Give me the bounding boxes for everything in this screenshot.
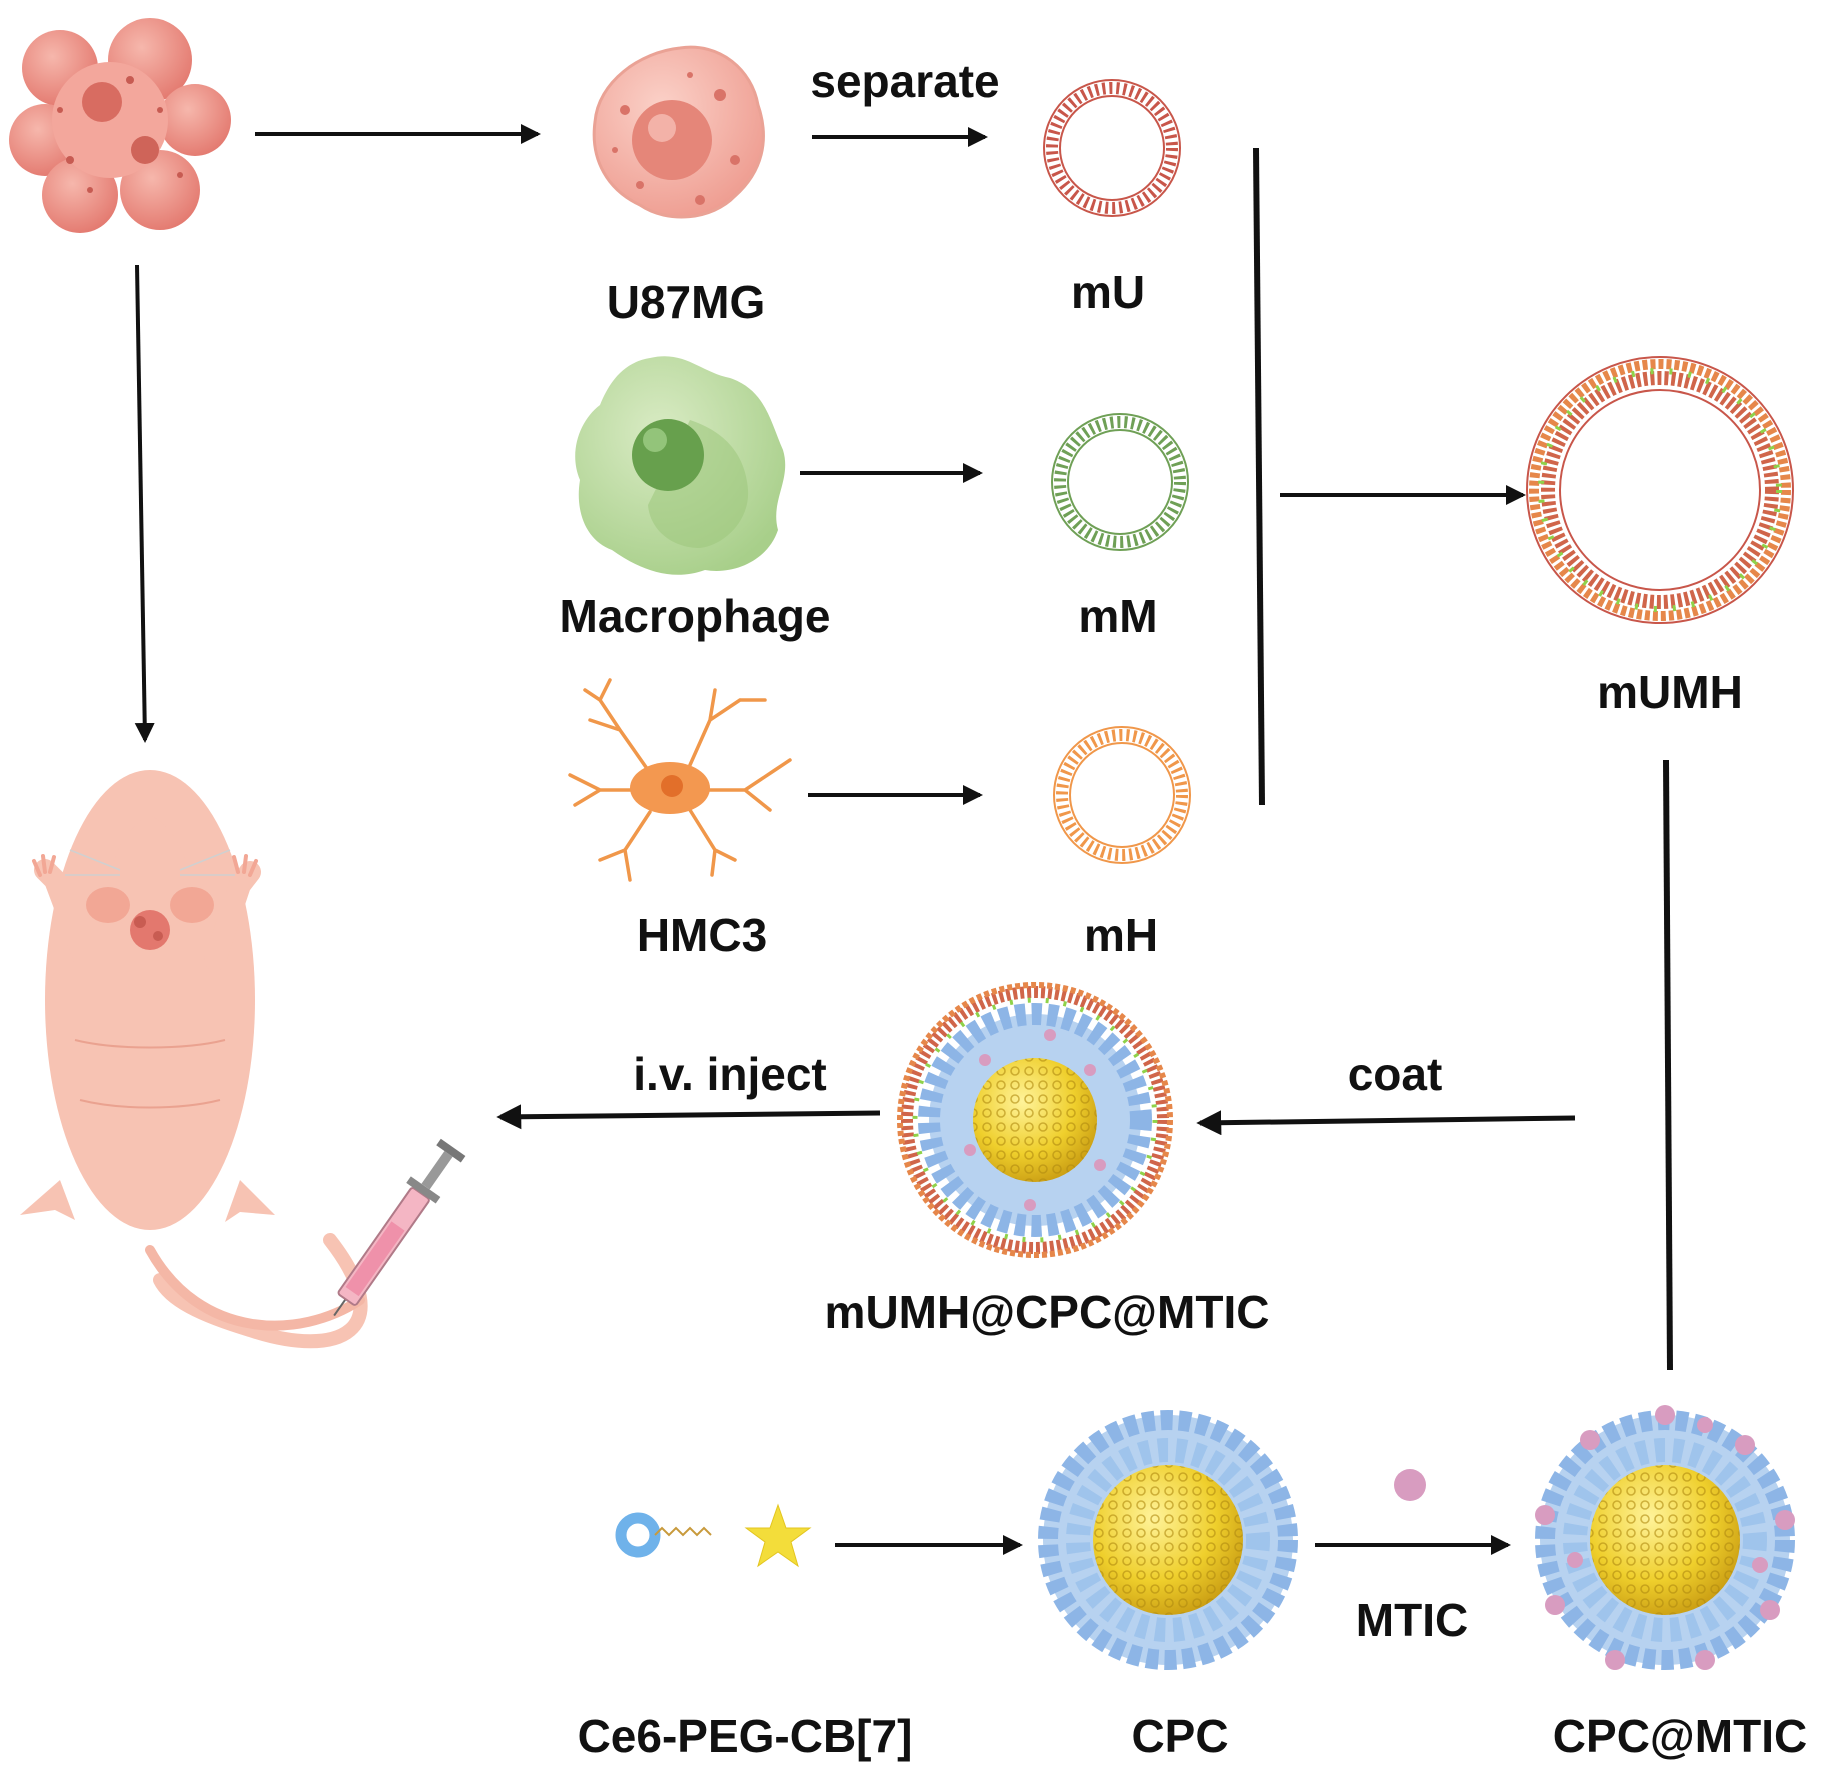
ce6-peg-cb7-molecule-icon: [615, 1503, 812, 1568]
merge-bracket-line: [1253, 147, 1265, 806]
label-u87mg: U87MG: [607, 276, 765, 328]
mtic-molecule-icon: [1394, 1469, 1426, 1501]
label-mh: mH: [1084, 909, 1158, 961]
mh-vesicle-icon: [1053, 726, 1191, 864]
label-macrophage: Macrophage: [560, 590, 831, 642]
mouse-icon: [20, 770, 368, 1349]
label-ce6-peg-cb7: Ce6-PEG-CB[7]: [578, 1710, 913, 1762]
labels: separate U87MG mU Macrophage mM HMC3 mH …: [560, 55, 1808, 1762]
label-iv-inject: i.v. inject: [633, 1048, 826, 1100]
label-mumh-cpc-mtic: mUMH@CPC@MTIC: [825, 1286, 1270, 1338]
hmc3-microglia-icon: [568, 678, 792, 882]
label-mu: mU: [1071, 266, 1145, 318]
u87mg-cell-icon: [592, 45, 765, 219]
arrow-iv-inject: [496, 1104, 881, 1130]
label-mm: mM: [1078, 590, 1157, 642]
syringe-icon: [333, 1138, 466, 1317]
label-mumh: mUMH: [1597, 666, 1743, 718]
mumh-cpc-mtic-nanoparticle-icon: [897, 982, 1173, 1258]
label-mtic: MTIC: [1356, 1594, 1468, 1646]
arrow-coat: [1196, 1110, 1576, 1136]
macrophage-cell-icon: [575, 356, 786, 575]
mm-vesicle-icon: [1051, 413, 1189, 551]
mumh-to-cpcmtic-line: [1663, 759, 1673, 1371]
label-cpc: CPC: [1131, 1710, 1228, 1762]
mu-vesicle-icon: [1043, 79, 1181, 217]
label-hmc3: HMC3: [637, 909, 767, 961]
cpc-mtic-nanoparticle-icon: [1535, 1405, 1795, 1670]
connectors: [134, 124, 1673, 1555]
label-coat: coat: [1348, 1048, 1443, 1100]
label-separate: separate: [810, 55, 999, 107]
mumh-vesicle-icon: [1526, 356, 1794, 624]
tumor-cluster-icon: [9, 18, 231, 233]
label-cpc-mtic: CPC@MTIC: [1553, 1710, 1807, 1762]
arrow-tumor-to-mouse: [134, 264, 155, 743]
cpc-nanoparticle-icon: [1038, 1410, 1298, 1670]
